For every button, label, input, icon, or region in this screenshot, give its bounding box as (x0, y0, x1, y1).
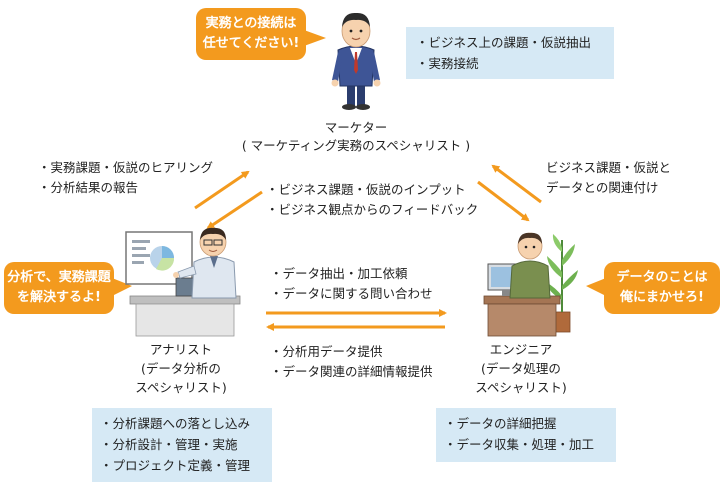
engineer-name-line-2: (データ処理の (481, 361, 561, 376)
engineer-name-line-1: エンジニア (489, 342, 553, 357)
analyst-responsibilities-box: ・分析課題への落とし込み ・分析設計・管理・実施 ・プロジェクト定義・管理 (92, 408, 272, 482)
engineer-illustration (483, 232, 578, 337)
flow-mid-left-line-2: ・データ関連の詳細情報提供 (270, 364, 433, 379)
flow-top-left-line-2: ・分析結果の報告 (38, 180, 139, 195)
flow-label-top-right: ビジネス課題・仮説と データとの関連付け (546, 158, 671, 198)
analyst-responsibility-2: ・分析設計・管理・実施 (100, 437, 238, 452)
analyst-illustration (125, 227, 241, 337)
engineer-name-line-3: スペシャリスト) (475, 380, 567, 395)
analyst-speech-bubble: 分析で、実務課題 を解決するよ! (4, 262, 114, 314)
flow-mid-right-line-2: ・データに関する問い合わせ (270, 286, 433, 301)
marketer-responsibilities-box: ・ビジネス上の課題・仮説抽出 ・実務接続 (406, 27, 614, 79)
engineer-responsibility-2: ・データ収集・処理・加工 (444, 437, 595, 452)
arrow-engineer-to-marketer (491, 164, 542, 204)
analyst-name-line-2: (データ分析の (141, 361, 221, 376)
arrow-analyst-to-marketer (194, 170, 250, 210)
marketer-responsibility-2: ・実務接続 (416, 56, 479, 71)
flow-label-mid-right: ・データ抽出・加工依頼 ・データに関する問い合わせ (270, 264, 433, 304)
flow-top-center-line-1: ・ビジネス課題・仮説のインプット (266, 182, 466, 197)
analyst-name-line-1: アナリスト (149, 342, 213, 357)
analyst-bubble-line-1: 分析で、実務課題 (7, 270, 111, 285)
engineer-bubble-tail (586, 278, 606, 296)
marketer-responsibility-1: ・ビジネス上の課題・仮説抽出 (416, 35, 592, 50)
marketer-bubble-line-2: 任せてください! (202, 36, 300, 51)
engineer-responsibility-1: ・データの詳細把握 (444, 416, 557, 431)
analyst-bubble-tail (112, 278, 132, 296)
engineer-speech-bubble: データのことは 俺にまかせろ! (604, 262, 720, 314)
flow-label-top-left: ・実務課題・仮説のヒアリング ・分析結果の報告 (38, 158, 213, 198)
analyst-responsibility-3: ・プロジェクト定義・管理 (100, 458, 251, 473)
analyst-bubble-line-2: を解決するよ! (17, 290, 101, 305)
flow-label-top-center: ・ビジネス課題・仮説のインプット ・ビジネス観点からのフィードバック (266, 180, 478, 220)
analyst-name: アナリスト (データ分析の スペシャリスト) (106, 340, 256, 397)
marketer-bubble-tail (304, 30, 326, 46)
engineer-responsibilities-box: ・データの詳細把握 ・データ収集・処理・加工 (436, 408, 616, 462)
engineer-name: エンジニア (データ処理の スペシャリスト) (446, 340, 596, 397)
marketer-speech-bubble: 実務との接続は 任せてください! (196, 8, 306, 60)
flow-top-right-line-2: データとの関連付け (546, 180, 659, 195)
engineer-bubble-line-1: データのことは (616, 270, 708, 285)
flow-top-center-line-2: ・ビジネス観点からのフィードバック (266, 202, 479, 217)
arrow-marketer-to-engineer (477, 180, 530, 222)
engineer-bubble-line-2: 俺にまかせろ! (620, 290, 704, 305)
flow-mid-left-line-1: ・分析用データ提供 (270, 344, 383, 359)
flow-top-left-line-1: ・実務課題・仮説のヒアリング (38, 160, 214, 175)
analyst-responsibility-1: ・分析課題への落とし込み (100, 416, 251, 431)
marketer-illustration (331, 12, 381, 110)
marketer-name: マーケター (324, 120, 388, 135)
marketer-bubble-line-1: 実務との接続は (205, 16, 297, 31)
flow-label-mid-left: ・分析用データ提供 ・データ関連の詳細情報提供 (270, 342, 433, 382)
analyst-name-line-3: スペシャリスト) (135, 380, 227, 395)
flow-mid-right-line-1: ・データ抽出・加工依頼 (270, 266, 408, 281)
arrow-marketer-to-analyst (206, 190, 263, 230)
marketer-subtitle: ( マーケティング実務のスペシャリスト ) (241, 138, 471, 153)
flow-top-right-line-1: ビジネス課題・仮説と (546, 160, 672, 175)
